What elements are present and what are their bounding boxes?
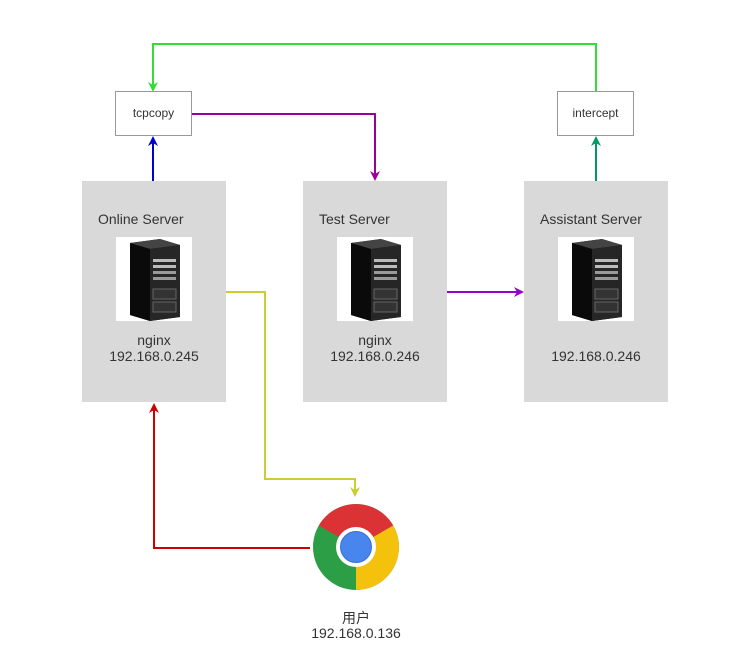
- intercept-label: intercept: [572, 106, 619, 120]
- online-server-service: nginx: [137, 332, 171, 348]
- tcpcopy-label: tcpcopy: [132, 106, 175, 120]
- online-server-ip: 192.168.0.245: [109, 348, 199, 364]
- edge-intercept-to-tcpcopy: [148, 43, 597, 92]
- test-server-node[interactable]: Test Server nginx 192.168.0.246: [303, 181, 447, 402]
- intercept-node[interactable]: intercept: [557, 91, 634, 136]
- chrome-browser-icon: [313, 504, 399, 590]
- user-ip: 192.168.0.136: [311, 625, 401, 641]
- tcpcopy-node[interactable]: tcpcopy: [115, 91, 192, 136]
- edge-user-to-online: [149, 403, 310, 549]
- edge-online-to-user: [226, 291, 360, 497]
- tower-server-icon: [116, 237, 192, 321]
- online-server-title: Online Server: [98, 211, 184, 227]
- user-label: 用户: [342, 610, 370, 626]
- online-server-node[interactable]: Online Server nginx 192.168.0.245: [82, 181, 226, 402]
- test-server-service: nginx: [358, 332, 392, 348]
- user-node[interactable]: [312, 503, 400, 591]
- test-server-ip: 192.168.0.246: [330, 348, 420, 364]
- edge-tcpcopy-to-test: [191, 113, 380, 181]
- test-server-title: Test Server: [319, 211, 390, 227]
- assistant-server-title: Assistant Server: [540, 211, 642, 227]
- assistant-server-node[interactable]: Assistant Server 192.168.0.246: [524, 181, 668, 402]
- assistant-server-ip: 192.168.0.246: [551, 348, 641, 364]
- tower-server-icon: [558, 237, 634, 321]
- tower-server-icon: [337, 237, 413, 321]
